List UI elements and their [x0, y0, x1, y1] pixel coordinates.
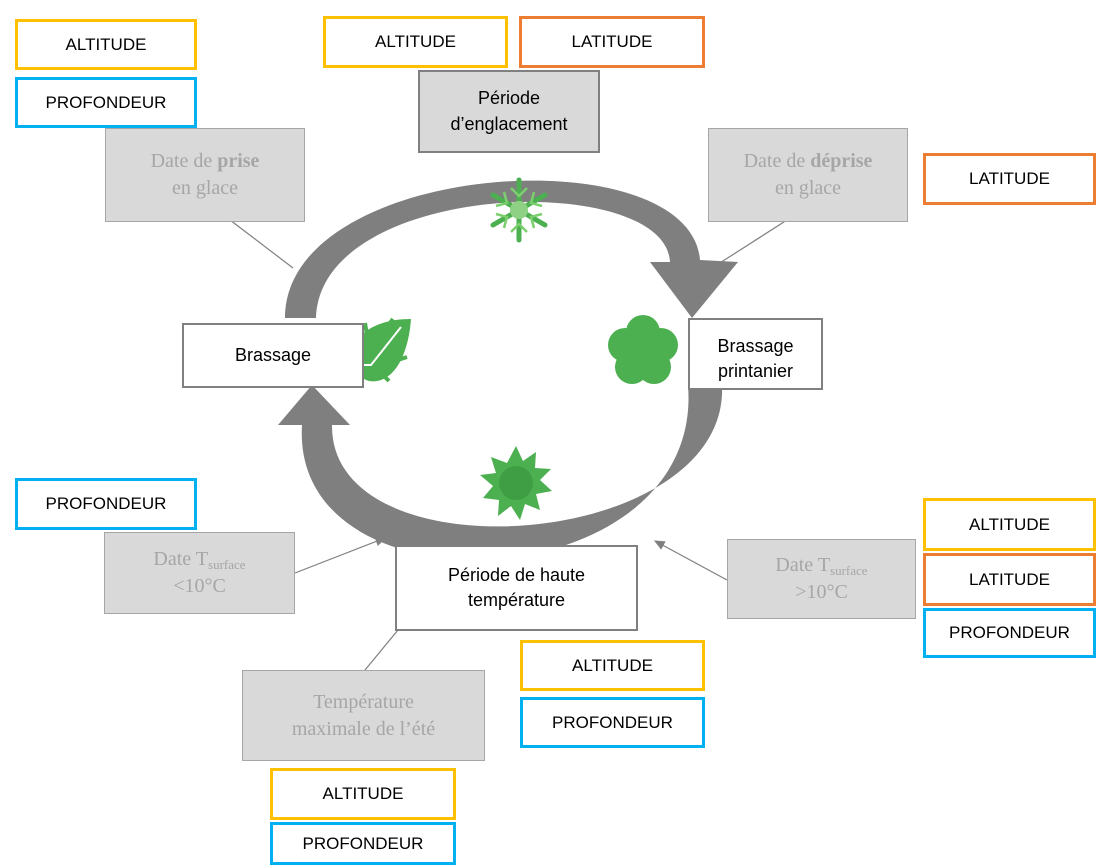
sun-icon — [480, 446, 552, 520]
temperature-maximale-ete: Température maximale de l’été — [242, 670, 485, 761]
tag-profondeur-tsurf-high: PROFONDEUR — [923, 608, 1096, 658]
tag-profondeur-haute-temp: PROFONDEUR — [520, 697, 705, 748]
connector-prise — [229, 219, 294, 269]
tag-altitude-temp-max: ALTITUDE — [270, 768, 456, 820]
stage-englacement: Période d’englacement — [418, 70, 600, 153]
tag-profondeur-temp-max: PROFONDEUR — [270, 822, 456, 865]
stage-brassage-left: Brassage — [182, 323, 364, 388]
stage-brassage-right: Brassage printanier — [688, 318, 823, 390]
arrow-bottom — [278, 385, 723, 560]
tag-latitude-tsurf-high: LATITUDE — [923, 553, 1096, 606]
date-prise-en-glace: Date de prise en glace — [105, 128, 305, 222]
arrow-top — [285, 180, 738, 318]
tag-latitude-deprise: LATITUDE — [923, 153, 1096, 205]
date-tsurface-high: Date Tsurface >10°C — [727, 539, 916, 619]
connector-tsurf-low — [294, 537, 387, 574]
connector-tsurf-high — [653, 540, 728, 581]
snowflake-icon — [490, 177, 548, 243]
connector-temp-max — [364, 629, 399, 671]
flower-icon — [608, 315, 678, 384]
tag-altitude-haute-temp: ALTITUDE — [520, 640, 705, 691]
date-deprise-en-glace: Date de déprise en glace — [708, 128, 908, 222]
tag-latitude-englacement: LATITUDE — [519, 16, 705, 68]
tag-profondeur-prise: PROFONDEUR — [15, 77, 197, 128]
stage-haute-temperature: Période de haute température — [395, 545, 638, 631]
date-tsurface-low: Date Tsurface <10°C — [104, 532, 295, 614]
tag-altitude-englacement: ALTITUDE — [323, 16, 508, 68]
tag-altitude-tsurf-high: ALTITUDE — [923, 498, 1096, 551]
tag-altitude-prise: ALTITUDE — [15, 19, 197, 70]
connector-deprise — [711, 219, 788, 269]
tag-profondeur-tsurf-low: PROFONDEUR — [15, 478, 197, 530]
